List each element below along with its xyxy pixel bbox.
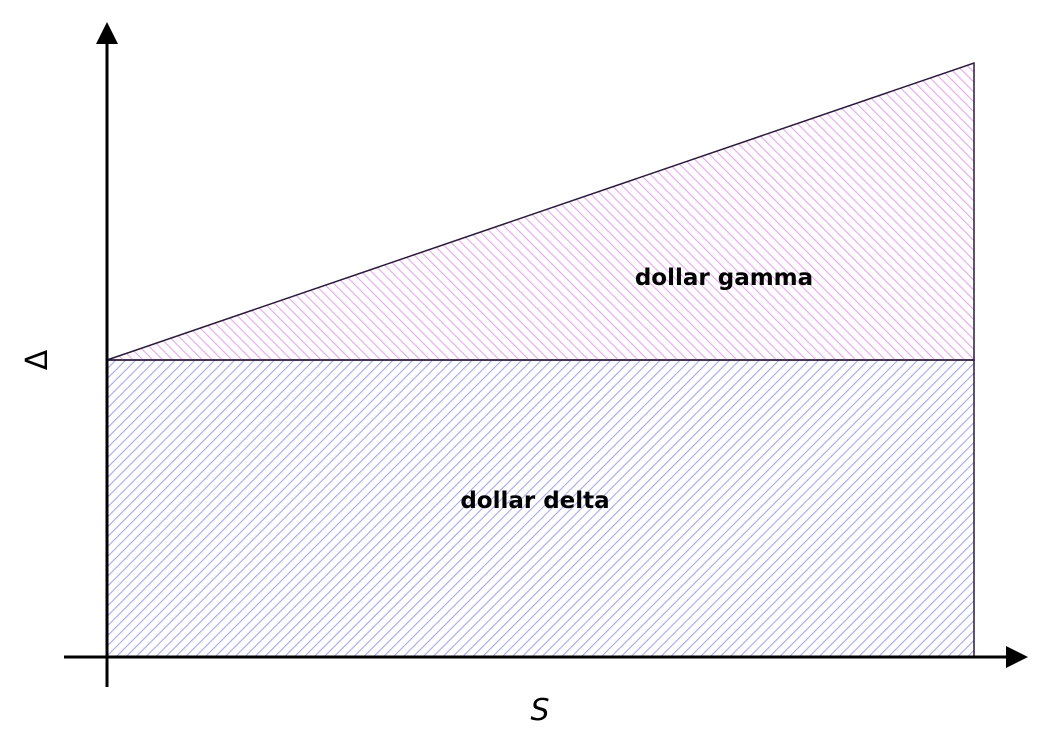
y-axis-label: Δ (20, 349, 55, 370)
x-axis-label: S (530, 693, 549, 728)
dollar-gamma-region (106, 61, 975, 361)
x-axis-arrow-icon (1006, 646, 1028, 668)
y-axis-arrow-icon (96, 22, 118, 44)
dollar-delta-label: dollar delta (460, 488, 609, 514)
dollar-delta-region (106, 359, 975, 658)
dollar-gamma-label: dollar gamma (635, 265, 813, 291)
